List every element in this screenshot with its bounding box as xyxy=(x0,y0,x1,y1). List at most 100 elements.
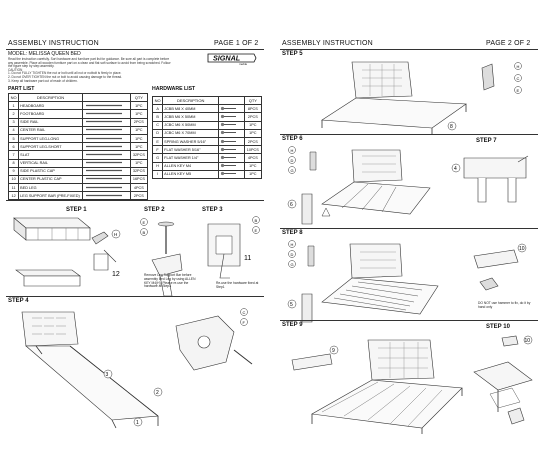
step7-callout-4: 4 xyxy=(454,166,457,172)
step6-callout-g: G xyxy=(291,168,294,173)
hw-no: E xyxy=(151,136,164,147)
step8-callout-g: G xyxy=(291,262,294,267)
part-illustration xyxy=(81,133,131,144)
hw-illustration xyxy=(218,153,245,163)
intro-line-6: 2. Do not OVER TIGHTEN the nut or bolt t… xyxy=(8,74,123,79)
part-description: FOOTBOARD xyxy=(18,109,83,119)
hardware-list-title: HARDWARE LIST xyxy=(152,86,196,92)
step-6-diagram: H D G 6 xyxy=(287,146,431,225)
step-7-diagram: 4 xyxy=(451,155,529,203)
hw-illustration xyxy=(218,136,245,147)
hw-illustration xyxy=(218,169,245,179)
intro-line-1: Read the instruction carefully. Sort har… xyxy=(8,57,170,61)
hw-qty: 8PCS xyxy=(243,104,263,114)
hw-description: FLAT WASHER 1/4" xyxy=(162,153,220,163)
step-9-diagram: 9 xyxy=(291,339,463,434)
hw-illustration xyxy=(218,161,245,171)
part-qty: 32PCS xyxy=(129,150,149,160)
part-illustration xyxy=(81,158,131,168)
hw-description: FLAT WASHER 5/16" xyxy=(162,145,220,155)
step5-callout-8: 8 xyxy=(450,124,453,130)
part-header-no: NO xyxy=(7,92,20,103)
part-illustration xyxy=(81,101,131,111)
step5-callout-c: C xyxy=(517,76,520,81)
intro-line-4: CAUTION xyxy=(8,67,23,72)
part-no: 9 xyxy=(7,166,20,176)
step-2-note: Remove Leg Support Bar before assembly B… xyxy=(144,273,196,289)
hw-header-no: NO xyxy=(151,95,164,106)
part-header-desc: DESCRIPTION xyxy=(18,92,83,103)
intro-line-7: 3. Keep all hardware part out of reach o… xyxy=(8,78,78,83)
hw-description: JCBC M6 X 50MM xyxy=(162,120,220,130)
instruction-page-1: ASSEMBLY INSTRUCTION PAGE 1 OF 2 MODEL: … xyxy=(6,38,264,438)
step6-callout-h: H xyxy=(291,148,294,153)
divider-step4 xyxy=(6,296,264,297)
part-header-qty: QTY xyxy=(129,92,149,103)
part-qty: 1PC xyxy=(129,125,149,135)
step-5-label: STEP 5 xyxy=(282,51,303,57)
intro-line-5: 1. Do not FULLY TIGHTEN the nut or bolt … xyxy=(8,71,122,76)
step8-callout-d: D xyxy=(291,252,294,257)
step-4-label: STEP 4 xyxy=(8,298,29,304)
part-qty: 1PC xyxy=(129,101,149,111)
part-no: 6 xyxy=(7,142,20,152)
step2-callout-b: B xyxy=(143,230,146,235)
step-9-label: STEP 9 xyxy=(282,322,303,328)
part-illustration xyxy=(81,174,131,185)
step1-callout-12: 12 xyxy=(112,271,120,278)
step4-callout-2: 2 xyxy=(156,390,159,396)
part-description: SIDE PLASTIC CAP xyxy=(18,166,83,176)
hw-qty: 2PCS xyxy=(243,136,263,147)
divider-step6 xyxy=(280,134,538,135)
part-description: BED LEG xyxy=(18,183,83,193)
hw-description: JCBC M6 X 70MM xyxy=(162,128,220,138)
step-2-label: STEP 2 xyxy=(144,207,165,213)
hw-no: H xyxy=(151,161,164,171)
hw-no: G xyxy=(151,153,164,163)
page1-page-label: PAGE 1 OF 2 xyxy=(214,40,259,47)
part-no: 11 xyxy=(7,183,20,193)
step8-callout-10: 10 xyxy=(519,246,525,252)
step-8-note: DO NOT use hammer to fix, do it by hand … xyxy=(478,301,531,309)
hw-qty: 10PCS xyxy=(243,145,263,155)
page2-header-rule xyxy=(280,49,538,50)
hw-no: B xyxy=(151,112,164,122)
part-illustration xyxy=(81,166,131,176)
model-line: MODEL: MELISSA QUEEN BED xyxy=(8,51,81,57)
part-qty: 32PCS xyxy=(129,166,149,176)
part-illustration xyxy=(81,117,131,127)
part-no: 8 xyxy=(7,158,20,168)
part-no: 2 xyxy=(7,109,20,119)
step4-callout-1: 1 xyxy=(136,420,139,426)
step-8-diagram: H D G 5 10 xyxy=(287,240,527,323)
part-description: SUPPORT LEG-LONG xyxy=(18,133,83,144)
step-4-diagram: 3 1 2 C F xyxy=(21,308,253,429)
part-qty: 1PC xyxy=(129,109,149,119)
step8-callout-h: H xyxy=(291,242,294,247)
step3-callout-b: B xyxy=(255,218,258,223)
part-no: 4 xyxy=(7,125,20,135)
part-illustration xyxy=(81,125,131,135)
brand-name: SIGNAL xyxy=(213,54,240,63)
hw-description: JCBB M8 X 40MM xyxy=(162,104,220,114)
part-illustration xyxy=(81,109,131,119)
hw-qty: 1PC xyxy=(243,128,263,138)
hw-qty: 1PC xyxy=(243,161,263,171)
step-8-label: STEP 8 xyxy=(282,230,303,236)
part-qty: 2PCS xyxy=(129,191,149,201)
